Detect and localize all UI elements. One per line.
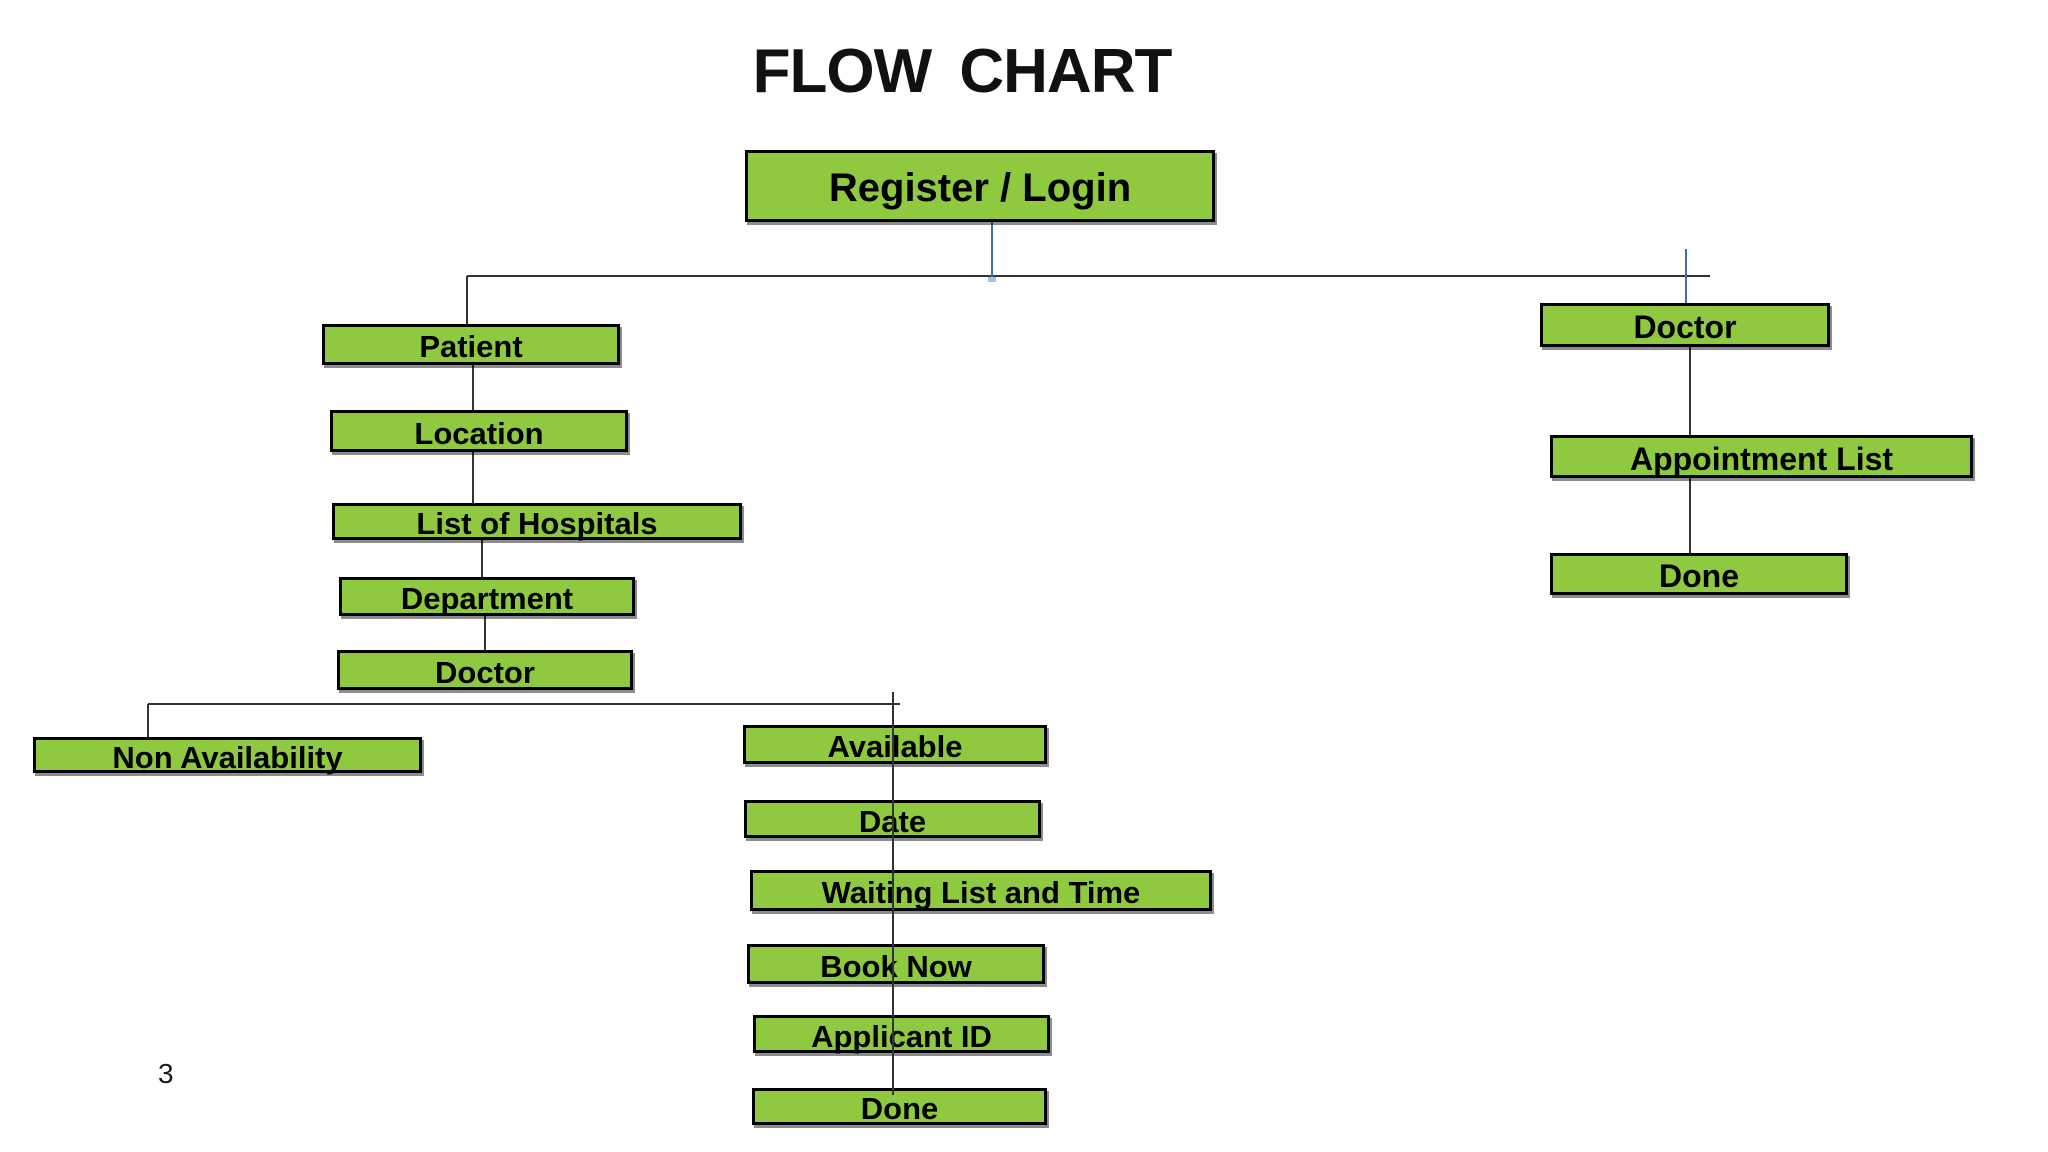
node-label: Appointment List [1629, 440, 1894, 477]
edge-department-to-doctor [484, 614, 486, 652]
node-label: Doctor [1633, 309, 1737, 345]
node-label: Waiting List and Time [821, 875, 1141, 910]
node-label: Register / Login [828, 166, 1132, 210]
node-book-now: Book Now [747, 944, 1045, 984]
node-appointment-list: Appointment List [1550, 435, 1973, 478]
node-label: Done [860, 1091, 939, 1126]
node-available: Available [743, 725, 1047, 764]
node-applicant-id: Applicant ID [753, 1015, 1050, 1053]
edge-drop-to-patient [466, 276, 468, 326]
node-label: List of Hospitals [416, 506, 658, 541]
node-list-of-hospitals: List of Hospitals [332, 503, 742, 540]
node-label: Done [1659, 558, 1739, 594]
node-done-patient-branch: Done [752, 1088, 1047, 1125]
chart-title: FLOW CHART [752, 37, 1173, 106]
node-label: Patient [419, 329, 523, 364]
edge-appointment-list-to-done [1689, 476, 1691, 555]
node-department: Department [339, 577, 635, 616]
node-doctor-patient-branch: Doctor [337, 650, 633, 690]
node-register-login: Register / Login [745, 150, 1215, 222]
node-non-availability: Non Availability [33, 737, 422, 773]
connector-endpoint-nub [988, 277, 996, 282]
node-patient: Patient [322, 324, 620, 365]
page-number: 3 [158, 1058, 174, 1089]
edge-patient-to-location [472, 363, 474, 412]
node-label: Doctor [435, 654, 535, 690]
node-label: Department [400, 581, 574, 616]
node-location: Location [330, 410, 628, 452]
edge-register-drop-connector [991, 220, 993, 279]
node-label: Location [414, 415, 544, 451]
edge-hospitals-to-department [481, 538, 483, 579]
edge-location-to-hospitals [472, 450, 474, 505]
edge-drop-to-non-availability [147, 704, 149, 739]
edge-doctor-split-line [148, 703, 900, 705]
node-label: Book Now [820, 948, 972, 984]
node-waiting-list-and-time: Waiting List and Time [750, 870, 1212, 911]
node-done-doctor-branch: Done [1550, 553, 1848, 595]
node-label: Non Availability [112, 739, 343, 775]
edge-doctor-to-appointment-list [1689, 345, 1691, 437]
edge-available-branch-spine [892, 692, 894, 1095]
edge-doctor-branch-drop-connector [1685, 249, 1687, 305]
node-label: Available [827, 729, 963, 764]
node-label: Applicant ID [811, 1018, 992, 1054]
edge-main-split-line [467, 275, 1710, 277]
node-doctor-branch: Doctor [1540, 303, 1830, 347]
